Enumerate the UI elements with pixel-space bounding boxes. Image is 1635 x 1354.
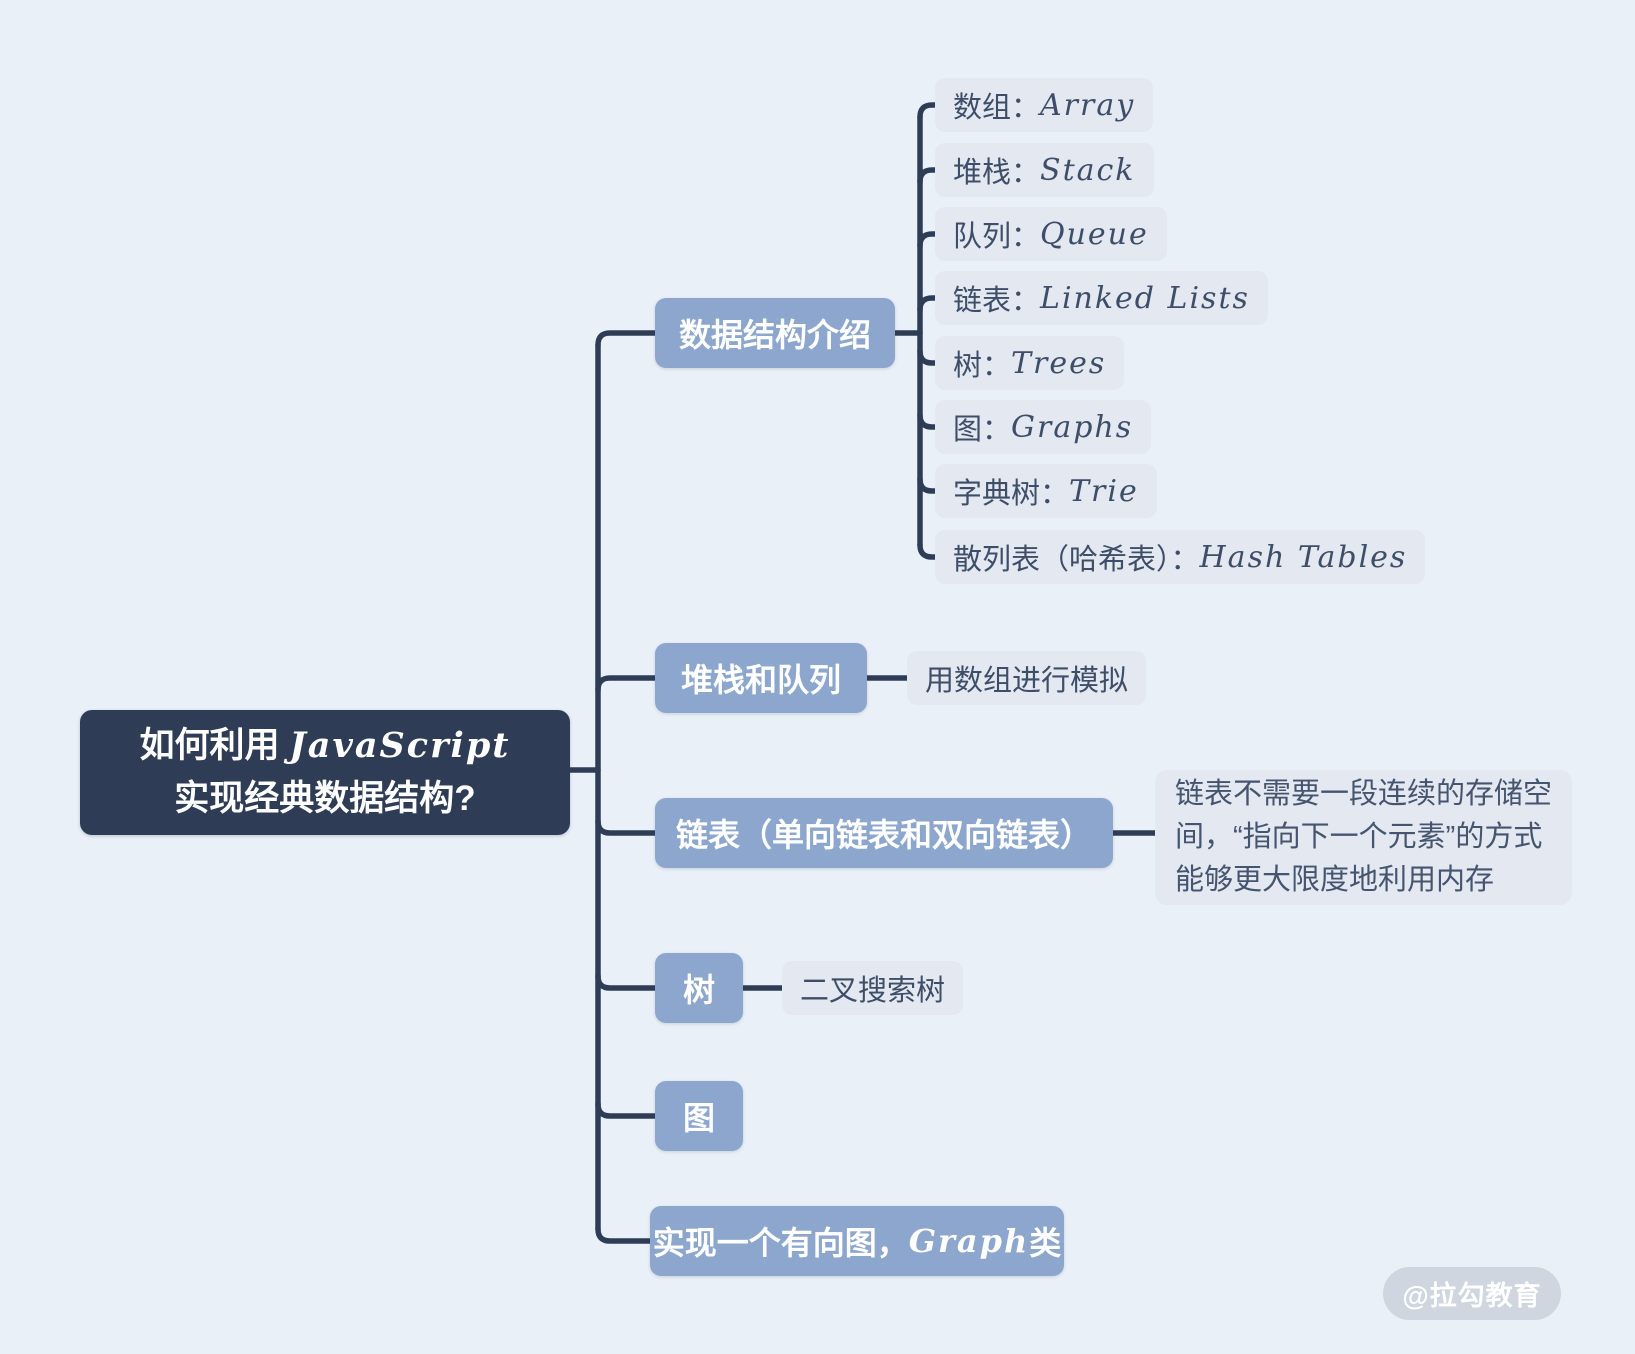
root-title-zh: 如何利用 (139, 726, 290, 765)
branch-graph[interactable]: 图 (655, 1081, 743, 1151)
leaf-linked-lists[interactable]: 链表：Linked Lists (935, 271, 1268, 325)
main-trunk (567, 330, 658, 1244)
branch-implement-directed-graph[interactable]: 实现一个有向图，Graph 类 (650, 1206, 1064, 1276)
leaf-label-zh: 链表： (953, 285, 1041, 317)
leaf-label-en: Graphs (1011, 409, 1134, 445)
note-line: 能够更大限度地利用内存 (1175, 864, 1495, 896)
note-line: 间，“指向下一个元素”的方式 (1175, 821, 1543, 853)
leaf-connectors (740, 675, 1158, 991)
branch-label: 链表（单向链表和双向链表） (675, 817, 1092, 853)
root-title-en: JavaScript (289, 725, 511, 766)
branch-label-en: Graph (908, 1222, 1030, 1260)
leaf-label-en: Trie (1069, 473, 1139, 509)
leaf-label-zh: 用数组进行模拟 (925, 665, 1129, 697)
watermark-text: @拉勾教育 (1402, 1281, 1542, 1311)
leaf-queue[interactable]: 队列：Queue (935, 207, 1167, 261)
root-title-line2: 实现经典数据结构? (174, 778, 476, 818)
leaf-label-zh: 图： (953, 414, 1012, 446)
leaf-label-en: Queue (1040, 216, 1149, 252)
leaf-label-zh: 堆栈： (953, 157, 1041, 189)
leaf-array[interactable]: 数组：Array (935, 78, 1154, 132)
branch1-child-trunk (890, 102, 941, 560)
branch-data-structures-intro[interactable]: 数据结构介绍 (655, 298, 895, 368)
branch-label: 图 (682, 1100, 715, 1136)
branch-label: 树 (682, 972, 715, 1008)
watermark-lagou-edu: @拉勾教育 (1383, 1267, 1561, 1320)
leaf-label-zh: 字典树： (953, 478, 1070, 510)
note-line: 链表不需要一段连续的存储空 (1175, 778, 1553, 810)
branch-label: 堆栈和队列 (680, 662, 841, 698)
leaf-label-zh: 树： (953, 350, 1012, 382)
leaf-label-en: Array (1040, 87, 1136, 123)
leaf-label-en: Hash Tables (1199, 539, 1408, 575)
leaf-label-en: Stack (1040, 152, 1136, 188)
branch-label: 数据结构介绍 (678, 317, 871, 353)
branch-tree[interactable]: 树 (655, 953, 743, 1023)
leaf-label-zh: 二叉搜索树 (800, 975, 946, 1007)
branch-linked-list[interactable]: 链表（单向链表和双向链表） (655, 798, 1113, 868)
leaf-stack[interactable]: 堆栈：Stack (935, 143, 1154, 197)
leaf-trees[interactable]: 树：Trees (935, 336, 1125, 390)
branch-label-zh: 实现一个有向图， (652, 1225, 909, 1261)
leaf-label-en: Linked Lists (1040, 280, 1250, 316)
leaf-label-zh: 队列： (953, 221, 1041, 253)
root-node[interactable]: 如何利用 JavaScript 实现经典数据结构? (80, 710, 570, 835)
leaf-label-zh: 数组： (953, 92, 1041, 124)
leaf-trie[interactable]: 字典树：Trie (935, 464, 1157, 518)
note-linked-list-memory[interactable]: 链表不需要一段连续的存储空 间，“指向下一个元素”的方式 能够更大限度地利用内存 (1155, 770, 1573, 905)
leaf-simulate-with-array[interactable]: 用数组进行模拟 (907, 651, 1147, 705)
leaf-label-zh: 散列表（哈希表）： (953, 544, 1200, 576)
leaf-graphs[interactable]: 图：Graphs (935, 400, 1152, 454)
leaf-hash-tables[interactable]: 散列表（哈希表）：Hash Tables (935, 530, 1426, 584)
leaf-binary-search-tree[interactable]: 二叉搜索树 (782, 961, 964, 1015)
branch-stack-and-queue[interactable]: 堆栈和队列 (655, 643, 867, 713)
root-title-line1: 如何利用 JavaScript (140, 720, 511, 773)
branch-label-tail: 类 (1029, 1225, 1062, 1261)
leaf-label-en: Trees (1011, 345, 1107, 381)
